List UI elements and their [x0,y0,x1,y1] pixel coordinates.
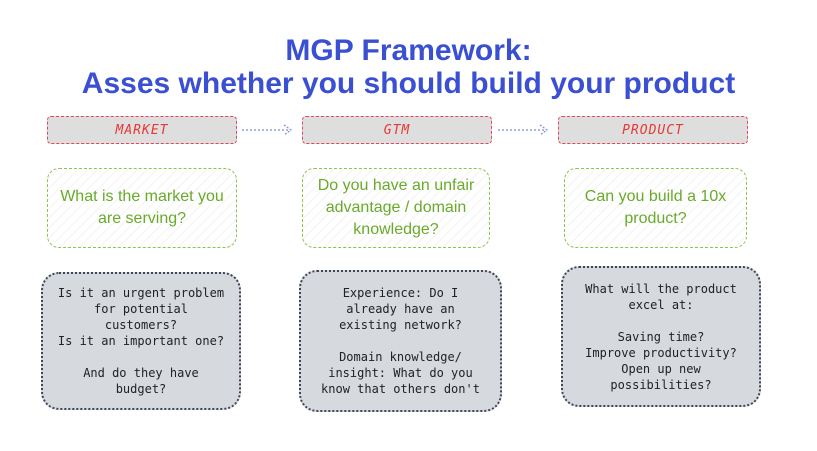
details-market: Is it an urgent problem for potential cu… [41,272,241,410]
header-market: MARKET [47,116,237,144]
question-market: What is the market you are serving? [47,168,237,248]
header-product: PRODUCT [558,116,748,144]
question-gtm: Do you have an unfair advantage / domain… [302,168,490,248]
details-product: What will the product excel at: Saving t… [561,266,761,407]
arrow-market-to-gtm [242,124,293,136]
question-product: Can you build a 10x product? [564,168,747,248]
arrow-gtm-to-product [498,124,549,136]
title-line-2: Asses whether you should build your prod… [81,67,736,100]
title-line-1: MGP Framework: [285,34,532,67]
details-gtm: Experience: Do I already have an existin… [299,270,502,412]
header-gtm: GTM [302,116,492,144]
